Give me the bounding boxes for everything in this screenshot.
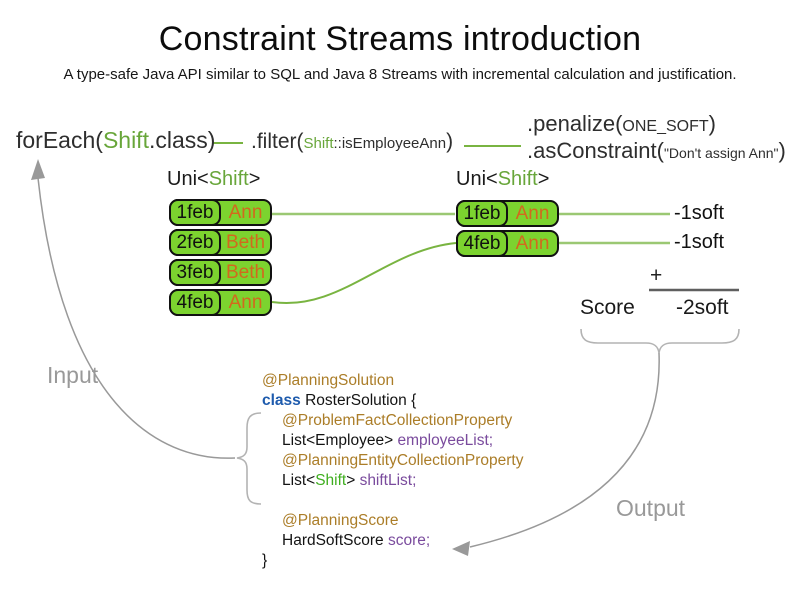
uni-type: Shift: [208, 168, 249, 190]
annotation-problem-fact: @ProblemFactCollectionProperty: [282, 412, 513, 429]
shift-employee: Beth: [225, 261, 266, 283]
connector-4feb-row: [271, 242, 457, 305]
asconstraint-post: ): [778, 138, 786, 163]
shift-employee: Beth: [225, 231, 266, 253]
uni-post: >: [537, 168, 550, 190]
foreach-post: .class): [148, 127, 216, 153]
uni-pre: Uni<: [456, 168, 498, 190]
score-field-type: HardSoftScore: [282, 532, 388, 549]
penalize-arg: ONE_SOFT: [622, 118, 709, 135]
plus-operator: +: [650, 264, 663, 287]
right-stream-label: Uni<Shift>: [456, 168, 549, 191]
uni-type: Shift: [497, 168, 538, 190]
shift-list-line: List<Shift> shiftList;: [262, 471, 523, 491]
code-brace: [236, 412, 262, 505]
penalize-post: ): [708, 111, 716, 136]
filter-post: ): [446, 130, 454, 153]
page-title: Constraint Streams introduction: [158, 20, 642, 58]
uni-post: >: [248, 168, 261, 190]
asconstraint-pre: .asConstraint(: [527, 138, 664, 163]
input-arrowhead-icon: [31, 159, 45, 180]
shift-date: 1feb: [456, 200, 508, 227]
shift-date: 4feb: [456, 230, 508, 257]
asconstraint-expression: .asConstraint("Don't assign Ann"): [527, 138, 786, 164]
uni-pre: Uni<: [167, 168, 209, 190]
shift-list-field: shiftList;: [359, 472, 417, 489]
annotation-planning-solution: @PlanningSolution: [262, 372, 395, 389]
shift-date: 4feb: [169, 289, 221, 316]
class-name: RosterSolution {: [300, 392, 417, 409]
foreach-pre: forEach(: [16, 127, 103, 153]
shift-date: 3feb: [169, 259, 221, 286]
filter-pre: .filter(: [251, 130, 304, 153]
class-keyword: class: [262, 392, 301, 409]
filter-method: ::isEmployeeAnn: [333, 135, 447, 152]
penalize-pre: .penalize(: [527, 111, 623, 136]
output-label: Output: [616, 495, 686, 521]
shift-date: 1feb: [169, 199, 221, 226]
shift-employee: Ann: [228, 291, 263, 313]
shift-row-3feb-left: 3feb Beth: [169, 259, 272, 286]
shift-list-type: Shift: [315, 472, 347, 489]
employee-list-line: List<Employee> employeeList;: [262, 431, 523, 451]
shift-date: 2feb: [169, 229, 221, 256]
roster-solution-code: @PlanningSolution class RosterSolution {…: [262, 371, 523, 571]
foreach-type: Shift: [102, 127, 149, 153]
input-label: Input: [47, 362, 99, 388]
shift-row-1feb-right: 1feb Ann: [456, 200, 559, 227]
penalize-expression: .penalize(ONE_SOFT): [527, 111, 716, 137]
shift-row-4feb-right: 4feb Ann: [456, 230, 559, 257]
penalty-2: -1soft: [674, 231, 725, 253]
annotation-planning-entity: @PlanningEntityCollectionProperty: [282, 452, 524, 469]
asconstraint-arg: "Don't assign Ann": [663, 145, 779, 161]
score-field-name: score;: [387, 532, 431, 549]
annotation-planning-score: @PlanningScore: [282, 512, 399, 529]
left-stream-label: Uni<Shift>: [167, 168, 260, 191]
closing-brace-line: }: [262, 552, 268, 569]
shift-employee: Ann: [228, 201, 263, 223]
shift-list-pre: List<: [282, 472, 316, 489]
score-label: Score: [580, 296, 635, 319]
penalty-1: -1soft: [674, 202, 725, 224]
class-declaration-line: class RosterSolution {: [262, 391, 523, 411]
shift-row-4feb-left: 4feb Ann: [169, 289, 272, 316]
blank-line: [262, 491, 523, 511]
filter-expression: .filter(Shift::isEmployeeAnn): [251, 130, 453, 154]
filter-type: Shift: [303, 135, 334, 152]
shift-row-1feb-left: 1feb Ann: [169, 199, 272, 226]
page-subtitle: A type-safe Java API similar to SQL and …: [63, 66, 737, 83]
foreach-expression: forEach(Shift.class): [16, 127, 215, 154]
shift-row-2feb-left: 2feb Beth: [169, 229, 272, 256]
shift-employee: Ann: [515, 202, 550, 224]
score-brace: [580, 328, 740, 354]
score-value: -2soft: [676, 296, 729, 319]
shift-list-mid: >: [346, 472, 360, 489]
employee-list-field: employeeList;: [397, 432, 494, 449]
employee-list-type: List<Employee>: [282, 432, 398, 449]
score-field-line: HardSoftScore score;: [262, 531, 523, 551]
shift-employee: Ann: [515, 232, 550, 254]
